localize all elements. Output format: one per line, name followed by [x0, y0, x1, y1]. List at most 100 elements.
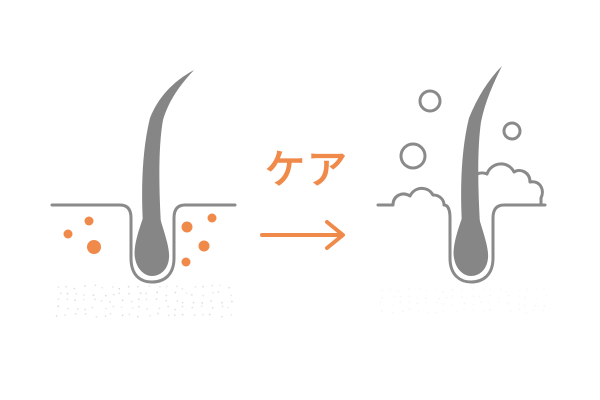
skin-dot — [121, 299, 124, 302]
skin-dot — [145, 292, 147, 295]
skin-dot — [463, 308, 466, 311]
skin-dot — [138, 305, 140, 308]
skin-dot — [59, 292, 62, 295]
skin-dot — [408, 301, 411, 304]
skin-dot — [526, 288, 528, 291]
skin-dot — [427, 311, 430, 313]
skin-dot — [120, 306, 123, 309]
skin-dot — [392, 304, 395, 307]
skin-dot — [230, 294, 233, 297]
skin-dot — [202, 313, 205, 316]
skin-dot — [392, 295, 395, 298]
bubble — [502, 121, 522, 141]
skin-dot — [381, 296, 383, 299]
skin-dot — [109, 301, 111, 303]
skin-follicle-outline — [50, 203, 237, 284]
skin-dot — [202, 294, 205, 297]
skin-dot — [128, 292, 131, 295]
skin-dot — [523, 304, 526, 307]
skin-dot — [176, 285, 178, 288]
skin-dot — [211, 306, 214, 309]
skin-dot — [399, 301, 402, 304]
skin-dot — [57, 305, 60, 308]
skin-dot — [408, 308, 411, 311]
skin-dot — [230, 313, 233, 316]
sebum-particle — [84, 216, 94, 226]
bubble — [399, 142, 427, 170]
foam-bubbles — [399, 89, 522, 170]
skin-dot — [57, 286, 60, 289]
skin-dot — [111, 286, 114, 288]
skin-dot — [525, 311, 527, 314]
skin-dot — [545, 294, 548, 297]
skin-dot — [227, 306, 230, 309]
skin-dot — [193, 314, 196, 316]
skin-dot — [159, 285, 161, 288]
skin-dot — [482, 310, 485, 312]
skin-dot — [217, 291, 220, 293]
skin-dot — [176, 300, 179, 302]
skin-dot — [109, 312, 112, 315]
skin-dot — [74, 299, 77, 302]
skin-dot — [397, 290, 400, 293]
skin-dot — [435, 289, 438, 291]
skin-dot — [185, 292, 188, 294]
skin-dot — [165, 294, 168, 297]
skin-dot — [518, 289, 521, 291]
skin-dot — [145, 298, 148, 301]
foam-skin-follicle-outline — [376, 186, 547, 284]
skin-dot — [84, 313, 87, 315]
skin-dot — [94, 284, 97, 287]
skin-dot — [532, 308, 535, 311]
arrow-head — [325, 220, 345, 250]
skin-dot — [167, 314, 170, 317]
care-arrow — [260, 220, 345, 250]
skin-dot — [220, 315, 223, 318]
skin-dot — [157, 312, 159, 315]
skin-dot — [479, 301, 482, 304]
skin-dot — [73, 287, 76, 290]
skin-dot — [442, 290, 445, 293]
skin-dot — [518, 308, 521, 311]
sebum-particle — [181, 221, 193, 233]
skin-dot — [417, 310, 420, 313]
skin-dot — [381, 289, 384, 292]
skin-dot — [392, 311, 394, 314]
skin-dot — [425, 289, 428, 292]
skin-dot — [228, 286, 231, 289]
sebum-particles — [63, 213, 217, 267]
skin-dot — [487, 301, 490, 304]
skin-dot — [445, 296, 448, 299]
skin-dot — [212, 291, 215, 294]
skin-dot — [389, 288, 392, 291]
skin-dot — [194, 286, 197, 288]
skin-dot — [523, 296, 526, 299]
skin-dot — [66, 298, 69, 301]
skin-dot — [121, 314, 124, 317]
skin-dot — [497, 301, 500, 303]
skin-dot — [100, 300, 103, 302]
hair-strand — [461, 66, 502, 225]
skin-dot — [131, 307, 134, 309]
skin-dot — [167, 305, 170, 308]
skin-dot — [416, 302, 419, 305]
skin-dot — [435, 311, 438, 314]
skin-dot — [139, 292, 142, 294]
skin-dot — [112, 305, 115, 308]
skin-dot — [231, 300, 233, 303]
skin-dot — [442, 303, 445, 305]
skin-dot — [497, 311, 500, 313]
skin-dot — [472, 303, 475, 306]
skin-dot — [202, 285, 204, 288]
skin-dot — [463, 302, 466, 305]
before-panel — [50, 70, 237, 318]
skin-dot — [542, 309, 545, 312]
skin-dot — [95, 315, 98, 318]
skin-texture — [379, 287, 548, 314]
skin-dot — [478, 295, 480, 298]
skin-dot — [105, 307, 107, 310]
skin-dot — [136, 315, 139, 318]
skin-dot — [424, 301, 427, 304]
skin-dot — [399, 295, 402, 298]
